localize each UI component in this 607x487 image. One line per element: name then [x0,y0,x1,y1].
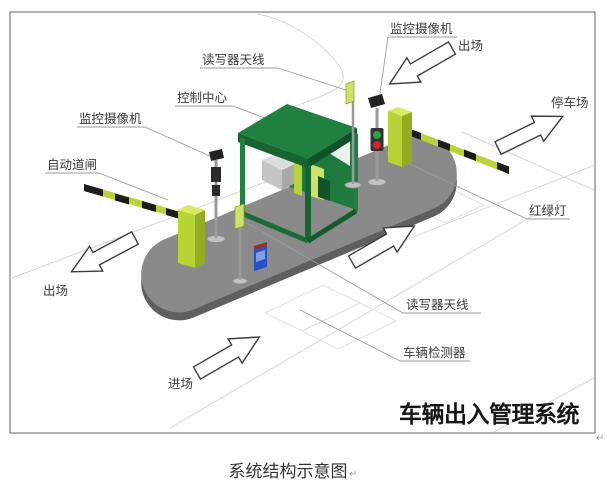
desk-top [262,152,300,170]
barrier-cabinet-right-side [402,112,412,167]
barrier-arm-left [84,184,181,219]
corner-road-line [493,377,595,433]
label-reader-antenna-top: 读写器天线 [202,53,265,67]
entry-lane-devices [344,80,509,189]
booth-beam-right [306,208,358,244]
leader-lines [45,36,570,362]
booth-post-front [305,163,311,243]
booth-roof-edge-right [308,128,357,168]
direction-arrows [70,40,565,381]
exit-arrow-bottom-icon [70,230,140,273]
road-edge-right [379,164,596,251]
traffic-light-red [373,141,381,149]
surveillance-camera-top-icon [368,94,385,108]
labels: 读写器天线 控制中心 监控摄像机 自动道闸 出场 进场 监控摄像机 出场 停车场… [43,21,589,391]
entry-arrow-icon [192,336,261,381]
reader-antenna-entry-icon [234,203,245,230]
booth-roof-edge-left [238,133,308,168]
parking-arrow-icon [493,115,565,156]
barrier-cabinet-left [178,210,195,268]
lane-uturn-line [256,13,344,120]
reader-antenna-exit-icon [345,80,355,105]
label-vehicle-detector: 车辆检测器 [403,345,466,360]
traffic-light-green [373,131,381,139]
barrier-arm-left-tip [84,184,103,197]
surveillance-camera-left-icon [209,149,224,161]
barrier-stripe [464,149,476,161]
pole-equipment-box-1 [211,167,221,182]
leader-reader-antenna-top [277,67,353,93]
loop-marking-2 [300,302,398,350]
booth-beam-left [240,210,309,244]
leader-vehicle-detector [299,309,401,362]
label-parking-lot: 停车场 [551,95,589,110]
figure-caption: 系统结构示意图 [229,462,348,481]
label-camera-top-right: 监控摄像机 [390,21,453,36]
label-control-center: 控制中心 [177,90,228,105]
desk-front [262,160,282,190]
barrier-arm-right-tip [497,162,509,174]
leader-traffic-light [385,152,528,220]
label-auto-barrier: 自动道闸 [47,158,97,172]
caption-return-mark: ↵ [349,469,357,480]
booth-post-left [240,137,245,214]
barrier-stripe [166,208,178,219]
booth-roof [238,104,357,159]
through-arrow-icon [347,225,416,270]
label-entry: 进场 [168,377,193,391]
road-edge-lower [169,199,561,429]
leader-camera-top [378,36,389,101]
barrier-arm-right [408,128,509,174]
label-exit-top-right: 出场 [458,39,483,53]
ticket-machine-screen [256,250,265,262]
exit-lane-devices [84,149,267,285]
label-exit-bottom-left: 出场 [43,284,68,298]
leader-camera-left [144,126,213,158]
label-reader-antenna-bottom: 读写器天线 [406,298,469,312]
barrier-stripe [438,139,450,151]
barrier-cabinet-left-side [195,210,205,268]
booth-door-dark [318,176,330,201]
booth-door-panel [294,157,302,196]
label-camera-left: 监控摄像机 [79,111,142,126]
corner-return-mark: ↵ [596,433,604,444]
leader-auto-barrier [98,172,169,201]
leader-reader-antenna-bottom [246,222,404,314]
diagram-title: 车辆出入管理系统 [399,401,580,427]
cross-road-line [461,131,595,191]
barrier-cabinet-right [388,111,402,167]
barrier-cabinet-right-top [388,107,412,116]
exit-arrow-top-icon [388,40,457,85]
label-traffic-light: 红绿灯 [529,203,567,218]
barrier-cabinet-left-top [178,205,205,215]
pole-equipment-box-2 [212,185,220,196]
barrier-stripe [142,201,156,212]
barrier-stripe [115,193,129,205]
